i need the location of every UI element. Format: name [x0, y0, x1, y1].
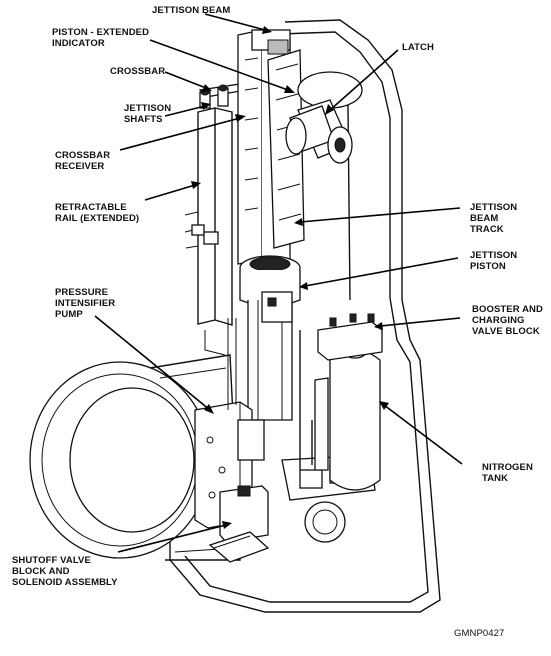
latch-cylinder — [285, 71, 363, 164]
label-jettison-beam: JETTISON BEAM — [152, 5, 231, 16]
label-crossbar: CROSSBAR — [110, 66, 166, 77]
label-jettison-shafts: JETTISON SHAFTS — [124, 103, 172, 125]
retractable-rail — [184, 107, 233, 326]
jettison-beam-track — [267, 49, 305, 249]
label-retractable-rail: RETRACTABLE RAIL (EXTENDED) — [55, 202, 140, 224]
figure-code: GMNP0427 — [454, 628, 505, 639]
label-crossbar-receiver: CROSSBAR RECEIVER — [55, 150, 111, 172]
jettison-piston — [239, 255, 301, 421]
label-nitrogen-tank: NITROGEN TANK — [482, 462, 533, 484]
shutoff-valve-block — [208, 485, 270, 563]
label-jettison-beam-track: JETTISON BEAM TRACK — [470, 202, 518, 235]
leader-lines — [94, 13, 463, 553]
label-latch: LATCH — [402, 42, 434, 53]
label-jettison-piston: JETTISON PISTON — [470, 250, 518, 272]
booster-charging-valve-block — [317, 313, 383, 361]
label-booster-charging-valve-block: BOOSTER AND CHARGING VALVE BLOCK — [472, 304, 543, 337]
nitrogen-tank — [314, 341, 381, 491]
label-piston-extended-indicator: PISTON - EXTENDED INDICATOR — [52, 27, 150, 49]
large-duct-ring — [29, 354, 241, 561]
label-shutoff-valve-block: SHUTOFF VALVE BLOCK AND SOLENOID ASSEMBL… — [12, 555, 118, 588]
label-pressure-intensifier-pump: PRESSURE INTENSIFIER PUMP — [55, 287, 116, 320]
